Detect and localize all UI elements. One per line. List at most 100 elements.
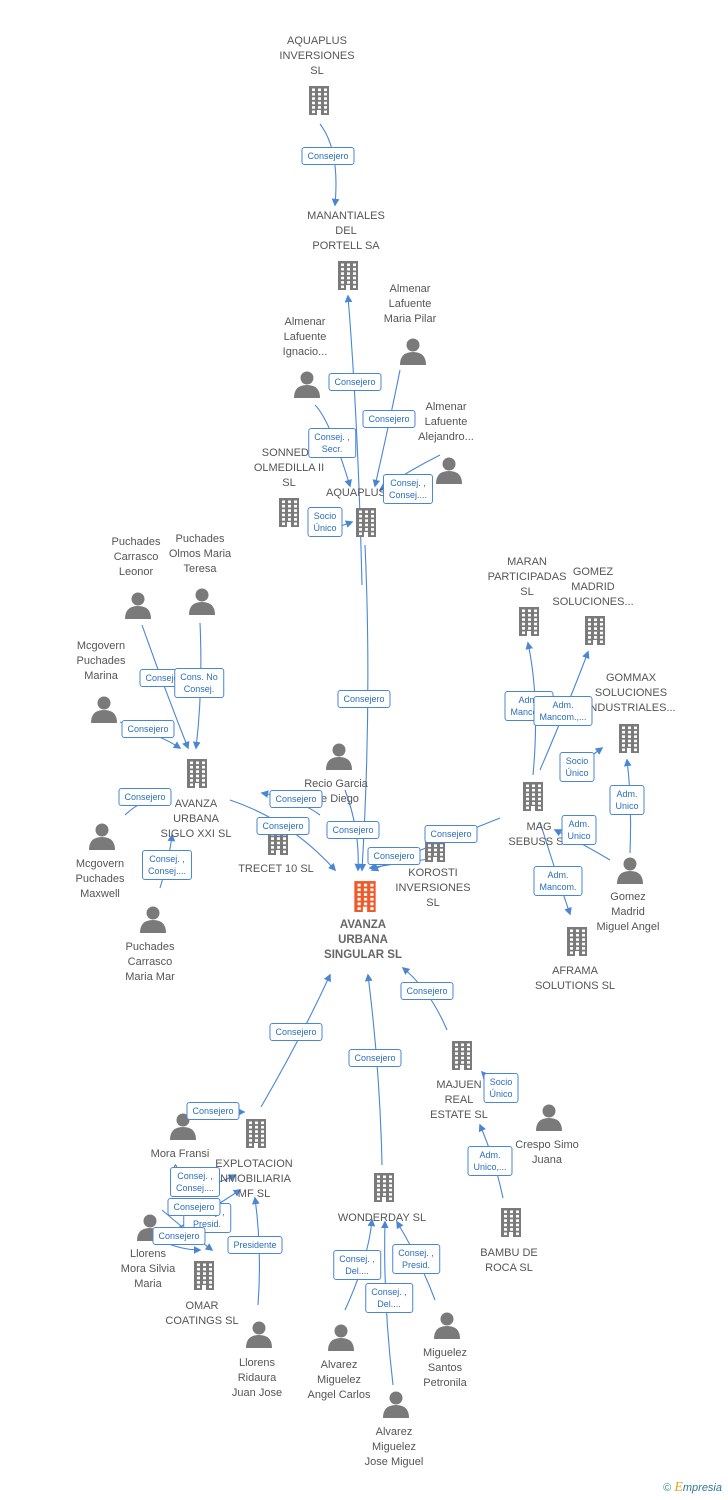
node-label-trecet[interactable]: TRECET 10 SL [238,863,314,875]
node-label-gomez_madrid_sol[interactable]: GOMEZ MADRID SOLUCIONES... [552,566,634,608]
building-icon[interactable] [192,1260,216,1295]
edge-label-e36: Consej. , Presid. [392,1244,440,1274]
node-label-alvarez_jose[interactable]: Alvarez Miguelez Jose Miguel [364,1426,424,1468]
node-label-llorens_ridaura[interactable]: Llorens Ridaura Juan Jose [231,1357,283,1399]
edge-label-e13: Consejero [269,790,323,808]
node-label-aquaplus[interactable]: AQUAPLUS [326,487,386,499]
building-icon[interactable] [352,880,378,917]
person-icon[interactable] [245,1320,273,1353]
building-icon[interactable] [354,507,378,542]
node-label-wonderday[interactable]: WONDERDAY SL [337,1212,427,1224]
person-icon[interactable] [535,1103,563,1136]
edge-line-e28 [364,973,383,1166]
edge-label-e5: Consej. , Consej.... [382,474,434,504]
edge-label-e2: Consejero [328,373,382,391]
node-label-omar[interactable]: OMAR COATINGS SL [165,1300,239,1327]
node-label-llorens_mora[interactable]: Llorens Mora Silvia Maria [120,1248,176,1290]
building-icon[interactable] [372,1172,396,1207]
person-icon[interactable] [139,905,167,938]
person-icon[interactable] [188,587,216,620]
node-label-bambu[interactable]: BAMBU DE ROCA SL [480,1247,538,1274]
person-icon[interactable] [327,1323,355,1356]
person-icon[interactable] [435,456,463,489]
person-icon[interactable] [382,1390,410,1423]
person-icon[interactable] [399,337,427,370]
edge-label-e10: Consejero [121,720,175,738]
node-label-main[interactable]: AVANZA URBANA SINGULAR SL [324,919,402,961]
node-label-gomez_miguel[interactable]: Gomez Madrid Miguel Angel [596,891,660,933]
edge-line-e8 [141,624,190,750]
node-label-recio[interactable]: Recio Garcia De Diego [304,778,368,805]
node-label-crespo[interactable]: Crespo Simo Juana [515,1139,579,1166]
edge-label-e11: Consejero [118,788,172,806]
person-icon[interactable] [325,742,353,775]
edge-label-e3: Consej. , Secr. [308,428,356,458]
edge-label-e35: Consej. , Del.... [333,1250,381,1280]
edge-label-e33: Consejero [152,1227,206,1245]
edge-label-e19: Adm. Mancom.,... [533,696,593,726]
node-label-puchades_mar[interactable]: Puchades Carrasco Maria Mar [125,941,175,983]
edge-label-e6: Socio Único [307,507,343,537]
person-icon[interactable] [293,370,321,403]
building-icon[interactable] [336,260,360,295]
building-icon[interactable] [277,497,301,532]
building-icon[interactable] [617,723,641,758]
person-icon[interactable] [90,695,118,728]
edge-label-e15: Consejero [326,821,380,839]
node-label-miguelez_santos[interactable]: Miguelez Santos Petronila [422,1347,468,1389]
node-label-puchades_olmos[interactable]: Puchades Olmos Maria Teresa [168,533,232,575]
node-label-gommax[interactable]: GOMMAX SOLUCIONES INDUSTRIALES... [586,672,676,714]
edge-label-e29: Consejero [186,1102,240,1120]
brand-name: mpresia [682,1482,722,1494]
node-label-sonneda[interactable]: SONNEDA OLMEDILLA II SL [253,447,325,489]
node-label-avanza_siglo[interactable]: AVANZA URBANA SIGLO XXI SL [160,798,232,840]
edge-label-e37: Consej. , Del.... [365,1283,413,1313]
edge-label-e30: Consej. , Consej.... [169,1167,221,1197]
node-label-korosti[interactable]: KOROSTI INVERSIONES SL [395,867,471,909]
edge-label-e14: Consejero [256,817,310,835]
person-icon[interactable] [616,856,644,889]
node-label-aframa[interactable]: AFRAMA SOLUTIONS SL [534,965,616,992]
person-icon[interactable] [169,1112,197,1145]
node-label-mcgovern_marina[interactable]: Mcgovern Puchades Marina [76,640,126,682]
edge-label-e34: Presidente [227,1236,283,1254]
edge-label-e24: Consejero [400,982,454,1000]
brand-initial: E [674,1480,683,1495]
edge-label-e22: Adm. Unico [561,815,597,845]
node-label-alvarez_angel[interactable]: Alvarez Miguelez Angel Carlos [307,1359,371,1401]
node-label-majuen[interactable]: MAJUEN REAL ESTATE SL [430,1079,488,1121]
edge-label-e17: Consejero [367,847,421,865]
node-label-almenar_pilar[interactable]: Almenar Lafuente Maria Pilar [383,283,437,325]
building-icon[interactable] [517,606,541,641]
edge-label-e26: Adm. Unico,... [467,1146,513,1176]
node-label-maran[interactable]: MARAN PARTICIPADAS SL [487,556,567,598]
edge-label-e12: Consej. , Consej.... [141,850,193,880]
edge-label-e21: Adm. Unico [609,785,645,815]
building-icon[interactable] [521,781,545,816]
node-label-puchades_leonor[interactable]: Puchades Carrasco Leonor [111,536,161,578]
building-icon[interactable] [565,926,589,961]
building-icon[interactable] [450,1040,474,1075]
node-label-explotacion[interactable]: EXPLOTACION INMOBILIARIA MF SL [215,1158,293,1200]
edge-label-e23: Adm. Mancom. [533,866,583,896]
edge-line-e2 [344,294,363,586]
node-label-mag_sebuss[interactable]: MAG SEBUSS SL [508,821,569,848]
building-icon[interactable] [244,1118,268,1153]
person-icon[interactable] [124,591,152,624]
node-label-almenar_ignacio[interactable]: Almenar Lafuente Ignacio... [282,316,328,358]
building-icon[interactable] [307,85,331,120]
node-label-aquaplus_inv[interactable]: AQUAPLUS INVERSIONES SL [279,35,355,77]
edge-label-e4: Consejero [362,410,416,428]
node-label-mcgovern_maxwell[interactable]: Mcgovern Puchades Maxwell [75,858,125,900]
node-label-almenar_alejandro[interactable]: Almenar Lafuente Alejandro... [418,401,474,443]
edge-label-e1: Consejero [301,147,355,165]
person-icon[interactable] [88,822,116,855]
edge-label-e32: Consejero [167,1198,221,1216]
building-icon[interactable] [185,758,209,793]
building-icon[interactable] [583,615,607,650]
brand-credit: © Empresia [663,1480,722,1496]
person-icon[interactable] [433,1311,461,1344]
edge-label-e7: Consejero [337,690,391,708]
building-icon[interactable] [499,1207,523,1242]
node-label-manantiales[interactable]: MANANTIALES DEL PORTELL SA [307,210,385,252]
